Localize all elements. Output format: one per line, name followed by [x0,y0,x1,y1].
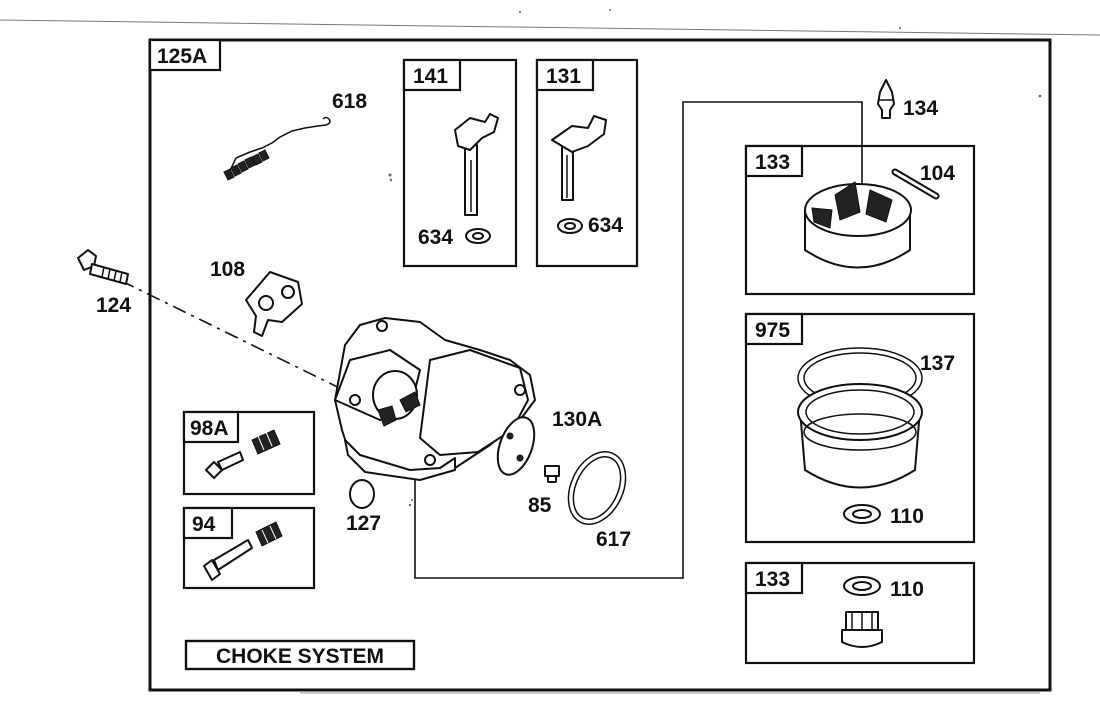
choke-washer-part [557,218,583,234]
welch-plug-part [349,479,375,509]
choke-plate-part [245,271,303,337]
svg-text:133: 133 [755,568,790,591]
bowl-gasket-label: 137 [920,352,955,375]
spring-label: 618 [332,90,367,113]
svg-text:98A: 98A [190,417,229,440]
mounting-bolt-label: 124 [96,294,131,317]
welch-plug-label: 127 [346,512,381,535]
carburetor-body-part [334,317,536,481]
svg-text:CHOKE SYSTEM: CHOKE SYSTEM [216,645,384,668]
idle-mixture-tag: 98A [182,410,240,444]
float-pin-label: 104 [920,162,955,185]
throttle-washer-label: 634 [418,226,453,249]
bowl-nut-kit-tag: 133 [744,561,804,595]
svg-text:141: 141 [413,65,448,88]
o-ring-label: 617 [596,528,631,551]
choke-valve-label: 130A [552,408,602,431]
idle-mixture-screw-part [205,429,281,479]
main-frame [148,38,1052,692]
bowl-nut-washer-label: 110 [890,578,924,601]
choke-plate-label: 108 [210,258,245,281]
throttle-shaft-part [454,113,499,216]
float-kit-tag: 133 [744,144,804,178]
float-part [804,181,912,269]
bowl-washer-label: 110 [890,505,924,528]
svg-text:133: 133 [755,151,790,174]
main-ref-tag: 125A [148,38,222,72]
float-bowl-part [797,383,923,489]
bowl-washer-part [843,504,881,524]
inlet-needle-part [877,79,895,119]
throttle-shaft-tag: 141 [402,58,462,92]
choke-valve-part [496,416,536,476]
screw-label: 85 [528,494,552,517]
inlet-needle-label: 134 [903,97,938,120]
choke-washer-label: 634 [588,214,623,237]
mounting-bolt-part [77,249,129,285]
throttle-washer-part [465,228,491,244]
bowl-nut-kit-inset [744,561,976,665]
scan-noise [388,9,1042,507]
svg-text:94: 94 [192,513,216,536]
spring-part [223,116,331,181]
page-edge [0,19,1100,36]
float-needle-path-line [414,101,863,579]
svg-text:975: 975 [755,319,790,342]
float-pin-part [891,168,940,200]
bowl-nut-washer-part [843,576,881,596]
bolt-alignment-line [94,267,361,399]
float-kit-inset [744,144,976,296]
choke-shaft-part [551,115,607,201]
main-jet-screw-part [203,521,283,581]
bowl-kit-tag: 975 [744,312,804,346]
idle-mixture-inset [182,410,316,496]
choke-shaft-tag: 131 [535,58,595,92]
main-jet-inset [182,506,316,590]
svg-text:125A: 125A [157,45,207,68]
choke-system-label: CHOKE SYSTEM [184,639,416,671]
screw-part [544,465,560,483]
bowl-kit-inset [744,312,976,544]
svg-text:131: 131 [546,65,581,88]
bowl-nut-part [841,611,883,648]
main-jet-tag: 94 [182,506,234,540]
o-ring-part [567,451,627,525]
